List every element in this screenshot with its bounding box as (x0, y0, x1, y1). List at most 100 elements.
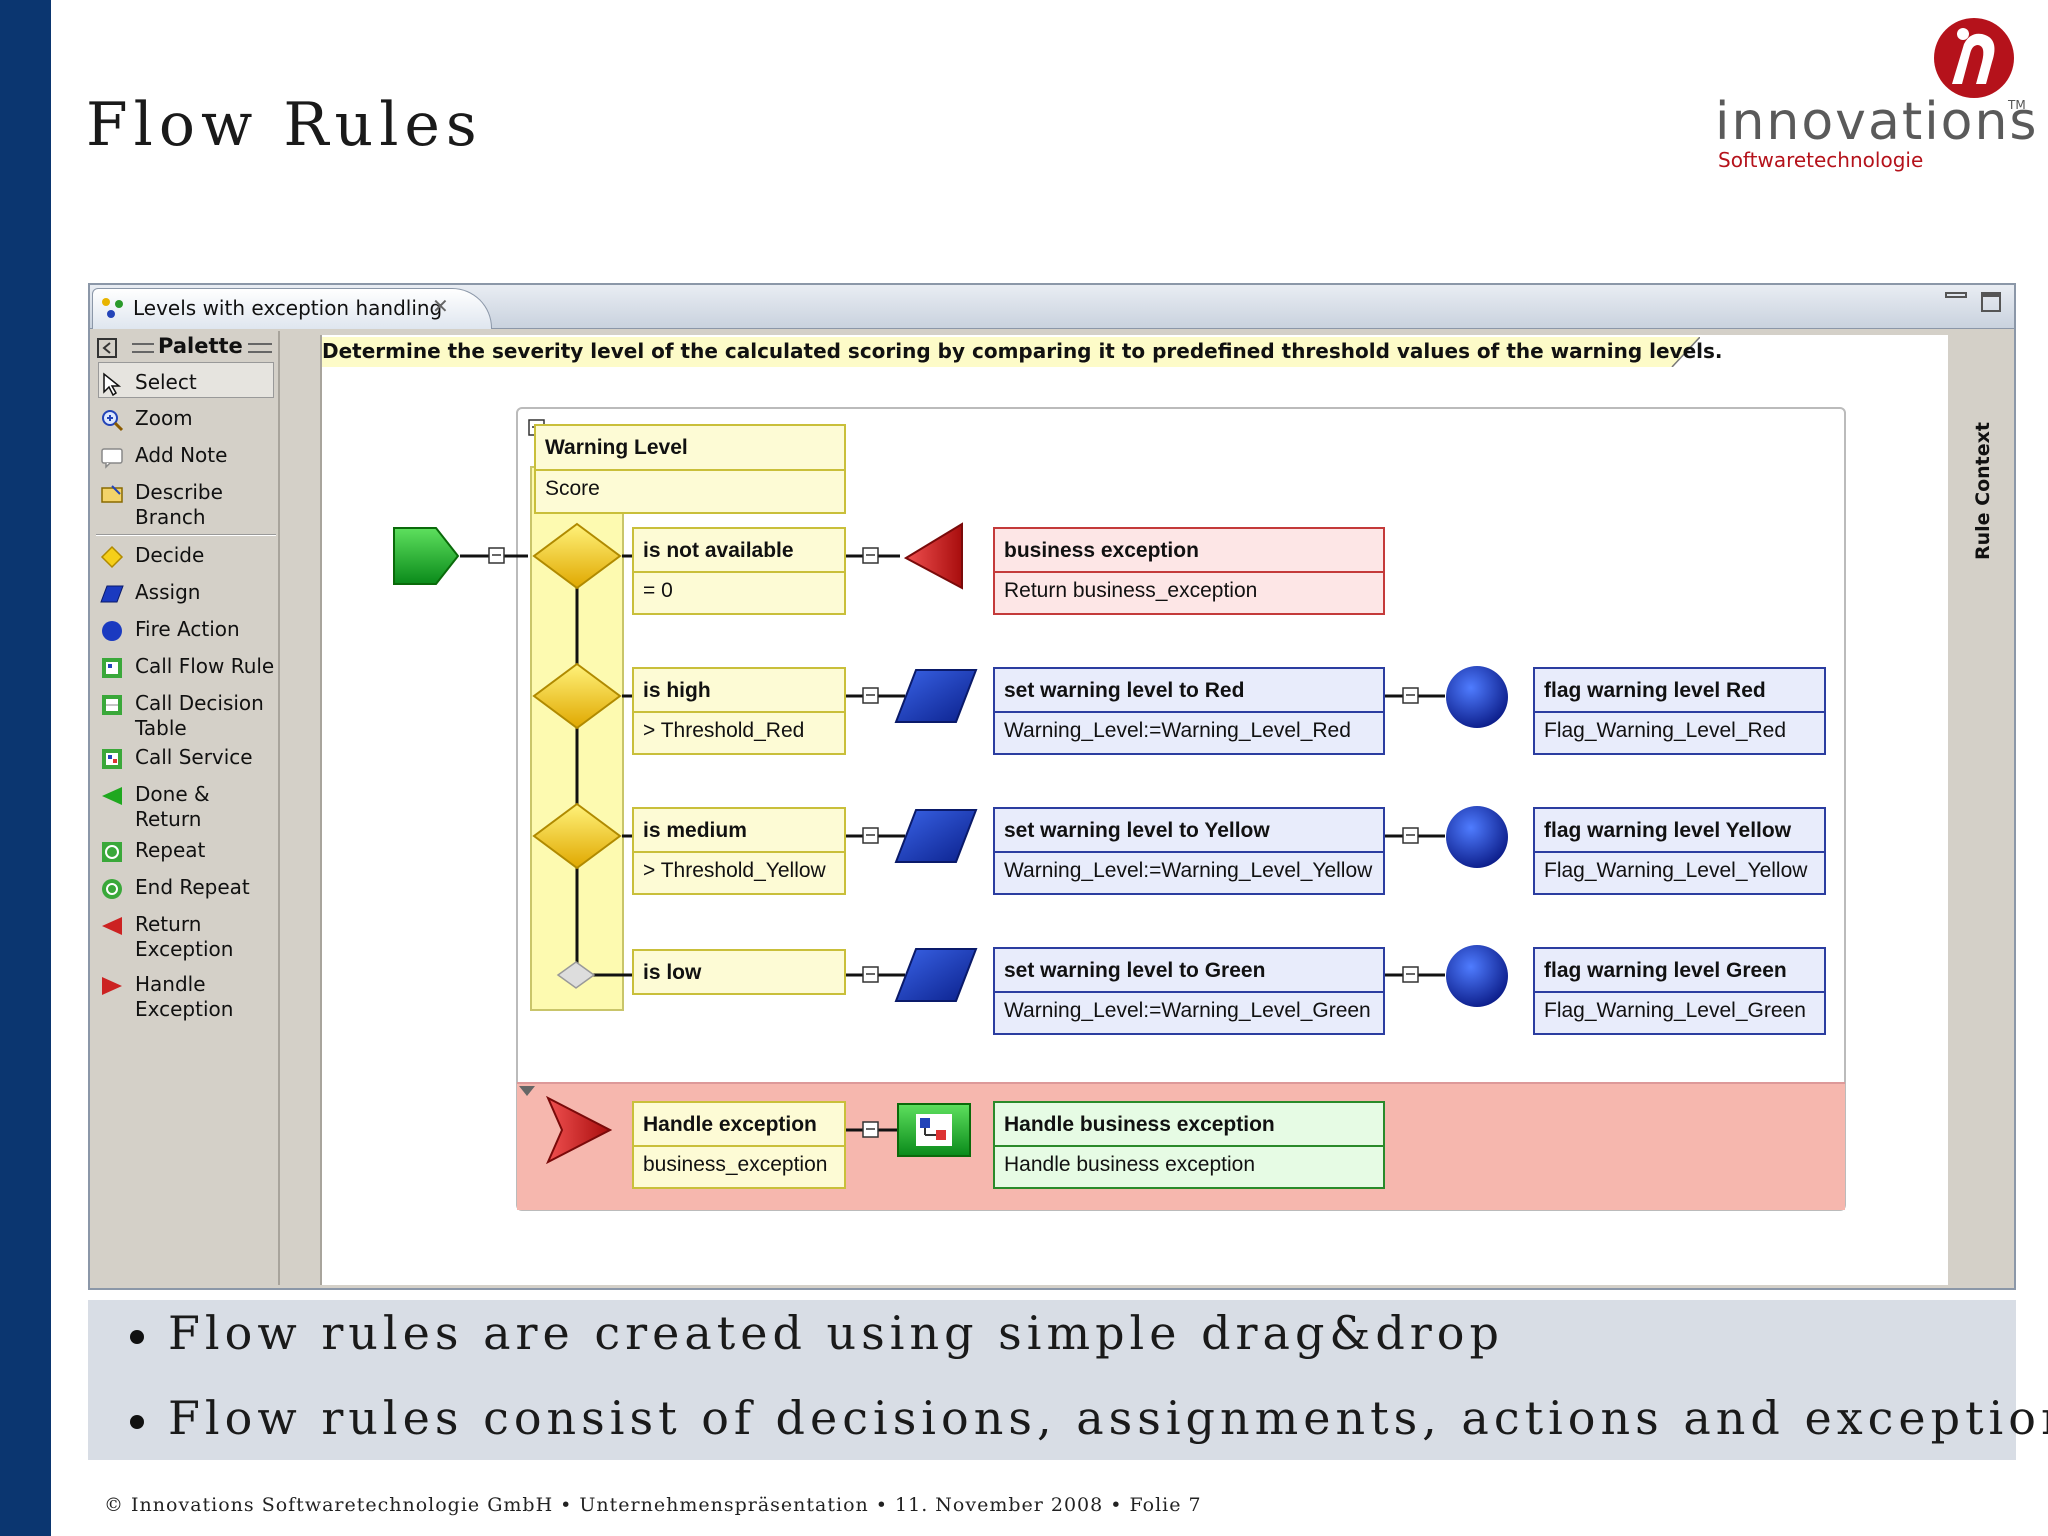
innovations-logo-icon (1934, 18, 2014, 98)
assignment-title: set warning level to Red (995, 669, 1383, 713)
palette-item-label: End Repeat (135, 875, 250, 899)
palette-item-label: Add Note (135, 443, 228, 467)
assign-parallelogram-icon (894, 809, 978, 863)
collapse-arrow-icon[interactable] (518, 1084, 536, 1098)
palette-item-label: Call Service (135, 745, 253, 769)
palette-item-label: Return Exception (135, 912, 234, 961)
palette-item-label: Repeat (135, 838, 206, 862)
condition-box[interactable]: is low (632, 949, 846, 995)
decide-diamond-icon (532, 662, 622, 730)
palette-item-label: Call Decision Table (135, 691, 264, 740)
call-service-icon (897, 1103, 971, 1157)
palette-item-label: Decide (135, 543, 205, 567)
handler-title: Handle exception (634, 1103, 844, 1147)
palette-item-label: Handle Exception (135, 972, 234, 1021)
assignment-box[interactable]: set warning level to Red Warning_Level:=… (993, 667, 1385, 755)
assignment-box[interactable]: set warning level to Green Warning_Level… (993, 947, 1385, 1035)
slide-side-bar (0, 0, 51, 1536)
action-name: Flag_Warning_Level_Red (1544, 719, 1787, 742)
decide-diamond-icon (532, 802, 622, 870)
assignment-expression: Warning_Level:=Warning_Level_Red (1004, 719, 1351, 742)
assignment-box[interactable]: set warning level to Yellow Warning_Leve… (993, 807, 1385, 895)
maximize-icon[interactable] (1981, 292, 2001, 312)
decide-diamond-icon (532, 522, 622, 590)
logo-trademark: TM (2008, 98, 2026, 112)
condition-box[interactable]: is medium > Threshold_Yellow (632, 807, 846, 895)
rule-context-tab[interactable]: Rule Context (1968, 420, 1998, 580)
assignment-expression: Warning_Level:=Warning_Level_Yellow (1004, 859, 1373, 882)
action-name: Flag_Warning_Level_Green (1544, 999, 1806, 1022)
call-flow-rule-icon (102, 658, 122, 678)
bullet-list (88, 1300, 2016, 1460)
condition-expression: > Threshold_Red (643, 719, 805, 742)
assignment-title: set warning level to Yellow (995, 809, 1383, 853)
decision-subject: Score (545, 477, 600, 500)
assignment-expression: Warning_Level:=Warning_Level_Green (1004, 999, 1371, 1022)
return-exception-icon (102, 917, 122, 935)
condition-box[interactable]: is not available = 0 (632, 527, 846, 615)
bullet-dot (130, 1415, 144, 1429)
action-title: flag warning level Red (1535, 669, 1824, 713)
assign-parallelogram-icon (100, 585, 124, 603)
arrow-cursor-icon (103, 372, 122, 396)
done-return-icon (102, 787, 122, 805)
start-flag-icon (393, 527, 460, 585)
rule-context-panel (1948, 335, 2014, 1285)
palette-item-label: Done & Return (135, 782, 210, 831)
bullet-dot (130, 1330, 144, 1344)
fire-action-circle-icon (1446, 666, 1508, 728)
handle-exception-icon (102, 977, 122, 995)
close-icon[interactable]: ✕ (432, 294, 449, 318)
business-exception-box[interactable]: business exception Return business_excep… (993, 527, 1385, 615)
condition-title: is not available (634, 529, 844, 573)
condition-box[interactable]: is high > Threshold_Red (632, 667, 846, 755)
bullet-item: Flow rules consist of decisions, assignm… (168, 1391, 2048, 1445)
condition-title: is medium (634, 809, 844, 853)
logo-wordmark: innovations (1715, 92, 2039, 152)
fire-action-circle-icon (1446, 945, 1508, 1007)
slide-title: Flow Rules (86, 90, 483, 160)
flow-rule-icon (102, 298, 123, 318)
action-title: flag warning level Yellow (1535, 809, 1824, 853)
minimize-icon[interactable] (1945, 292, 1967, 298)
exception-title: business exception (995, 529, 1383, 573)
palette-header-grip-icon (97, 338, 272, 358)
action-box[interactable]: flag warning level Green Flag_Warning_Le… (1533, 947, 1826, 1035)
description-banner (322, 337, 1700, 367)
bullet-item: Flow rules are created using simple drag… (168, 1306, 1504, 1360)
handle-exception-icon (546, 1096, 612, 1164)
palette-item-label: Select (135, 370, 197, 394)
condition-title: is high (634, 669, 844, 713)
exception-return: Return business_exception (1004, 579, 1258, 602)
rule-context-label: Rule Context (1972, 422, 1994, 561)
condition-expression: > Threshold_Yellow (643, 859, 826, 882)
palette-item-label: Assign (135, 580, 201, 604)
palette-selected-highlight (98, 362, 274, 398)
palette-item-label: Fire Action (135, 617, 240, 641)
action-title: flag warning level Green (1535, 949, 1824, 993)
decision-box[interactable]: Warning Level Score (534, 424, 846, 514)
zoom-icon (102, 410, 124, 432)
note-icon (101, 448, 123, 469)
service-call-box[interactable]: Handle business exception Handle busines… (993, 1101, 1385, 1189)
palette-title: Palette (158, 334, 243, 358)
condition-title: is low (643, 961, 702, 984)
action-name: Flag_Warning_Level_Yellow (1544, 859, 1808, 882)
slide-footer: © Innovations Softwaretechnologie GmbH •… (104, 1494, 1202, 1516)
palette-panel (94, 331, 280, 1285)
assign-parallelogram-icon (894, 669, 978, 723)
rule-description: Determine the severity level of the calc… (322, 339, 1723, 363)
palette-item-label: Describe Branch (135, 480, 223, 529)
palette-item-label: Zoom (135, 406, 193, 430)
decide-diamond-icon (100, 545, 124, 569)
service-name: Handle business exception (1004, 1153, 1255, 1176)
repeat-icon (102, 842, 122, 862)
fire-action-circle-icon (1446, 806, 1508, 868)
logo-subtitle: Softwaretechnologie (1718, 148, 1924, 172)
action-box[interactable]: flag warning level Yellow Flag_Warning_L… (1533, 807, 1826, 895)
handler-box[interactable]: Handle exception business_exception (632, 1101, 846, 1189)
action-box[interactable]: flag warning level Red Flag_Warning_Leve… (1533, 667, 1826, 755)
service-title: Handle business exception (995, 1103, 1383, 1147)
assignment-title: set warning level to Green (995, 949, 1383, 993)
palette-divider (96, 534, 276, 536)
